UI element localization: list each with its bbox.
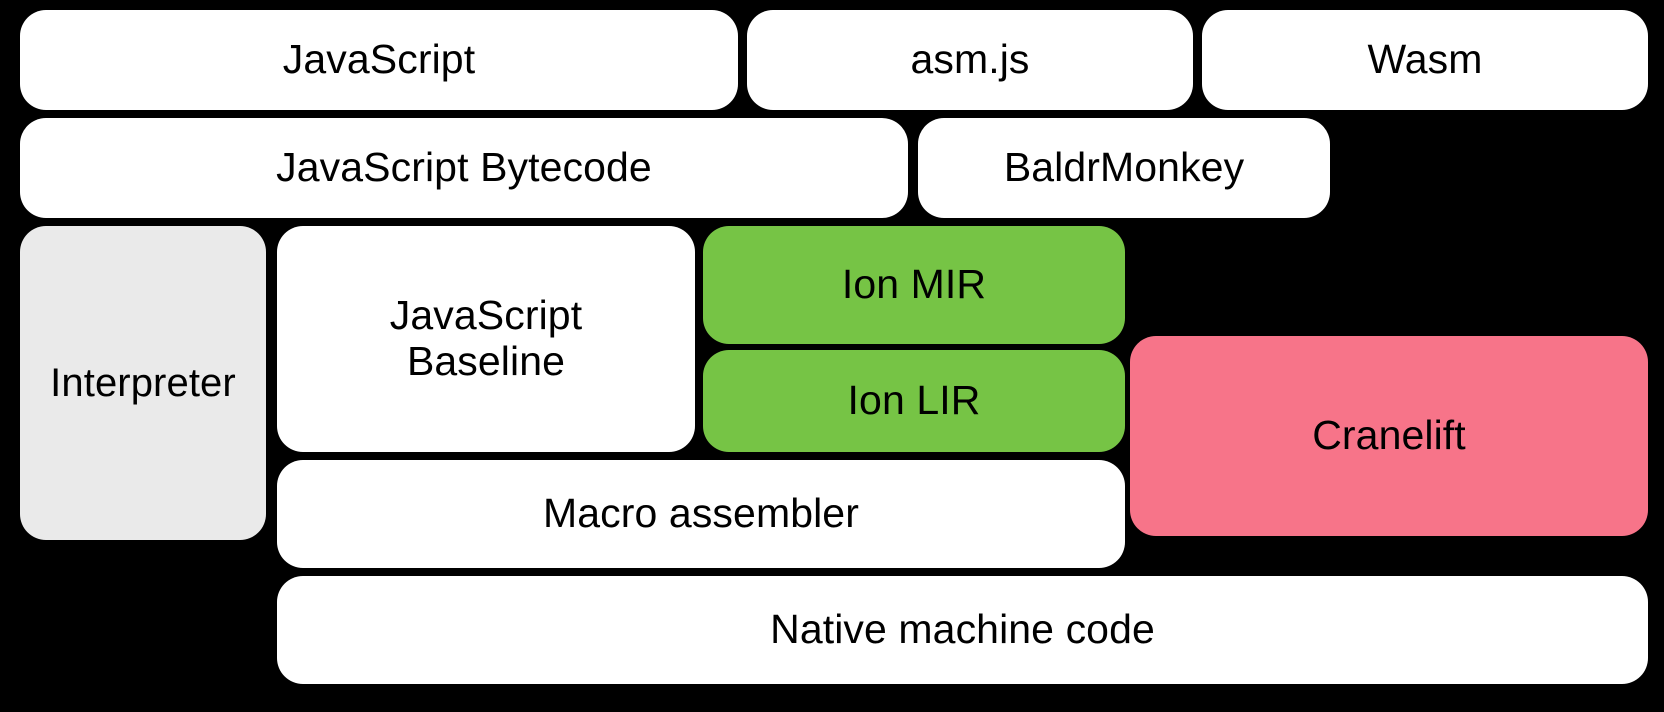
node-interpreter: Interpreter <box>20 226 266 540</box>
node-baldrmonkey: BaldrMonkey <box>918 118 1330 218</box>
node-javascript-bytecode: JavaScript Bytecode <box>20 118 908 218</box>
node-ion-lir: Ion LIR <box>703 350 1125 452</box>
node-javascript-baseline: JavaScript Baseline <box>277 226 695 452</box>
node-asm-js: asm.js <box>747 10 1193 110</box>
node-wasm: Wasm <box>1202 10 1648 110</box>
node-native-machine-code: Native machine code <box>277 576 1648 684</box>
node-macro-assembler: Macro assembler <box>277 460 1125 568</box>
node-cranelift: Cranelift <box>1130 336 1648 536</box>
node-javascript: JavaScript <box>20 10 738 110</box>
node-ion-mir: Ion MIR <box>703 226 1125 344</box>
